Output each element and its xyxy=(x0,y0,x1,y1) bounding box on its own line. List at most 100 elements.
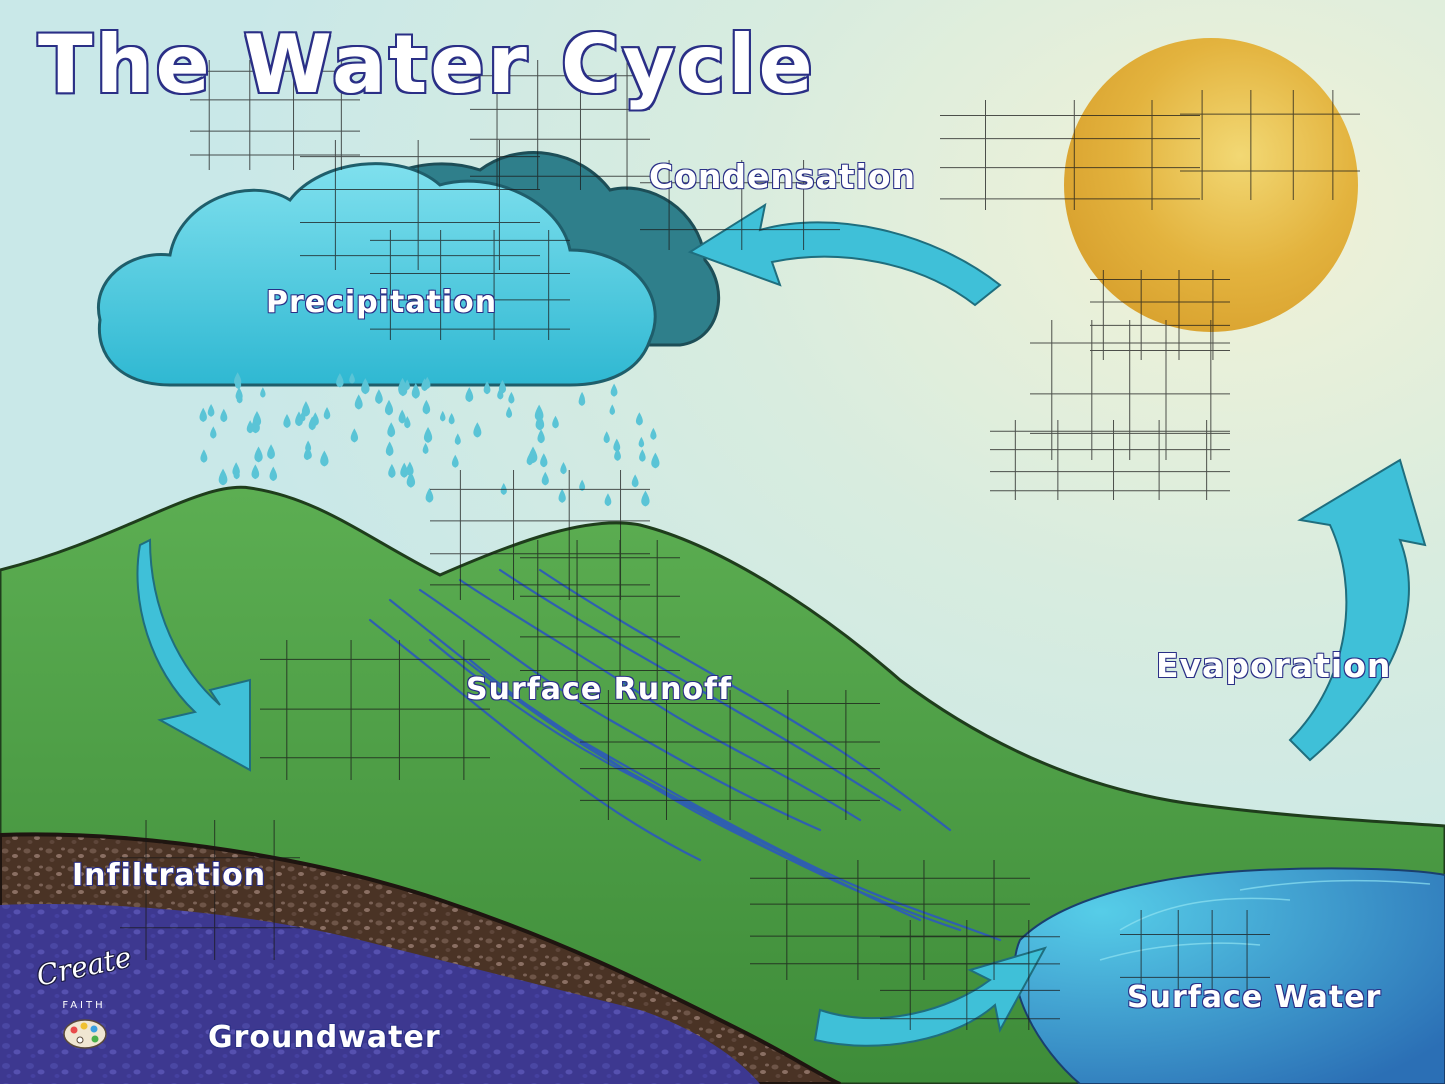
logo-wordmark: Create xyxy=(33,940,135,993)
grid-marks xyxy=(120,60,1360,1030)
rain-drop xyxy=(451,454,459,468)
rain-drop xyxy=(252,410,262,427)
rain-drop xyxy=(233,467,240,480)
rain-drop xyxy=(528,446,538,464)
rain-drop xyxy=(235,377,242,389)
rain-drop xyxy=(375,389,383,404)
rain-drop xyxy=(650,427,657,440)
rain-drop xyxy=(631,474,639,488)
label-groundwater: Groundwater xyxy=(207,1019,441,1056)
runoff-arrow xyxy=(813,946,1048,1047)
rain-drop xyxy=(537,429,545,444)
rain-drop xyxy=(610,383,618,397)
rain-drop xyxy=(609,404,616,415)
sun-icon xyxy=(1064,38,1358,332)
rain-drop xyxy=(454,433,461,445)
rain-drop xyxy=(638,436,645,448)
rain-drop xyxy=(267,444,275,460)
rain-drop xyxy=(283,414,291,428)
evaporation-arrow xyxy=(1288,458,1427,762)
rain-drop xyxy=(336,373,344,388)
rain-drop xyxy=(421,378,428,392)
rain-drop xyxy=(303,447,311,461)
palette-icon xyxy=(63,1019,107,1049)
rain-drop xyxy=(320,450,329,467)
rain-drop xyxy=(236,392,243,404)
rain-drop xyxy=(560,462,567,475)
rain-drop xyxy=(473,422,482,438)
groundwater-layer xyxy=(0,904,760,1084)
rain-drop xyxy=(323,407,331,420)
rain-drop xyxy=(388,463,396,478)
rain-drop xyxy=(635,412,643,426)
rain-drop xyxy=(260,387,266,398)
rain-drop xyxy=(218,468,228,486)
rain-drop xyxy=(558,488,566,503)
rain-drop xyxy=(246,420,254,434)
rain-drop xyxy=(411,383,420,399)
rain-drop xyxy=(207,403,215,417)
rain-drop xyxy=(400,462,409,478)
rain-drop xyxy=(614,447,621,461)
rain-drop xyxy=(350,428,359,443)
rain-drop xyxy=(652,455,659,468)
rain-drop xyxy=(535,413,545,431)
runoff-streams xyxy=(368,568,1002,942)
page-title: The Water Cycle xyxy=(36,16,816,113)
rain-drop xyxy=(406,471,416,488)
rain-drop xyxy=(354,394,363,410)
rain-drop xyxy=(422,399,431,415)
rain-drop xyxy=(465,387,474,403)
rain-drop xyxy=(604,493,612,507)
rain-drop xyxy=(641,490,650,507)
rain-drop xyxy=(541,471,549,486)
rain-drop xyxy=(439,410,446,422)
rain-drop xyxy=(422,442,429,455)
rain-drop xyxy=(220,408,228,423)
rain-drop xyxy=(384,399,394,416)
rain-drop xyxy=(423,427,433,443)
label-surface-runoff: Surface Runoff xyxy=(465,671,733,708)
logo-subtext: FAITH xyxy=(62,1000,106,1011)
rain-drop xyxy=(385,441,394,457)
rain-drop xyxy=(579,479,586,491)
label-surface-water: Surface Water xyxy=(1126,979,1382,1016)
rain-drop xyxy=(349,372,355,384)
rain-drop xyxy=(578,393,586,406)
cloud-icon xyxy=(97,151,721,387)
rain-drop xyxy=(540,453,548,468)
rain-drop xyxy=(398,377,407,395)
rain-drop xyxy=(448,412,455,425)
label-condensation: Condensation xyxy=(648,156,917,197)
rain-drop xyxy=(398,409,406,424)
rain-drop xyxy=(603,431,610,444)
rain-drop xyxy=(254,446,263,463)
rain-drops xyxy=(199,372,660,507)
logo: Create FAITH xyxy=(34,940,134,1056)
rain-drop xyxy=(508,391,515,404)
rain-drop xyxy=(301,401,310,417)
rain-drop xyxy=(361,378,370,395)
rain-drop xyxy=(387,422,396,438)
rain-drop xyxy=(210,426,217,439)
label-infiltration: Infiltration xyxy=(71,857,267,894)
rain-drop xyxy=(497,387,504,400)
rain-drop xyxy=(199,407,207,422)
rain-drop xyxy=(311,412,319,426)
label-precipitation: Precipitation xyxy=(265,284,498,321)
rain-drop xyxy=(251,464,260,480)
lake-ripples xyxy=(1099,879,1431,961)
rain-drop xyxy=(425,487,434,503)
rain-drop xyxy=(200,449,208,463)
rain-drop xyxy=(639,449,646,462)
rain-drop xyxy=(506,406,513,419)
rain-drop xyxy=(269,466,278,482)
infiltration-arrow xyxy=(136,538,251,772)
label-evaporation: Evaporation xyxy=(1155,645,1392,686)
rain-drop xyxy=(552,415,559,429)
rain-drop xyxy=(299,410,306,422)
rain-drop xyxy=(613,438,621,452)
rain-drop xyxy=(483,381,491,395)
